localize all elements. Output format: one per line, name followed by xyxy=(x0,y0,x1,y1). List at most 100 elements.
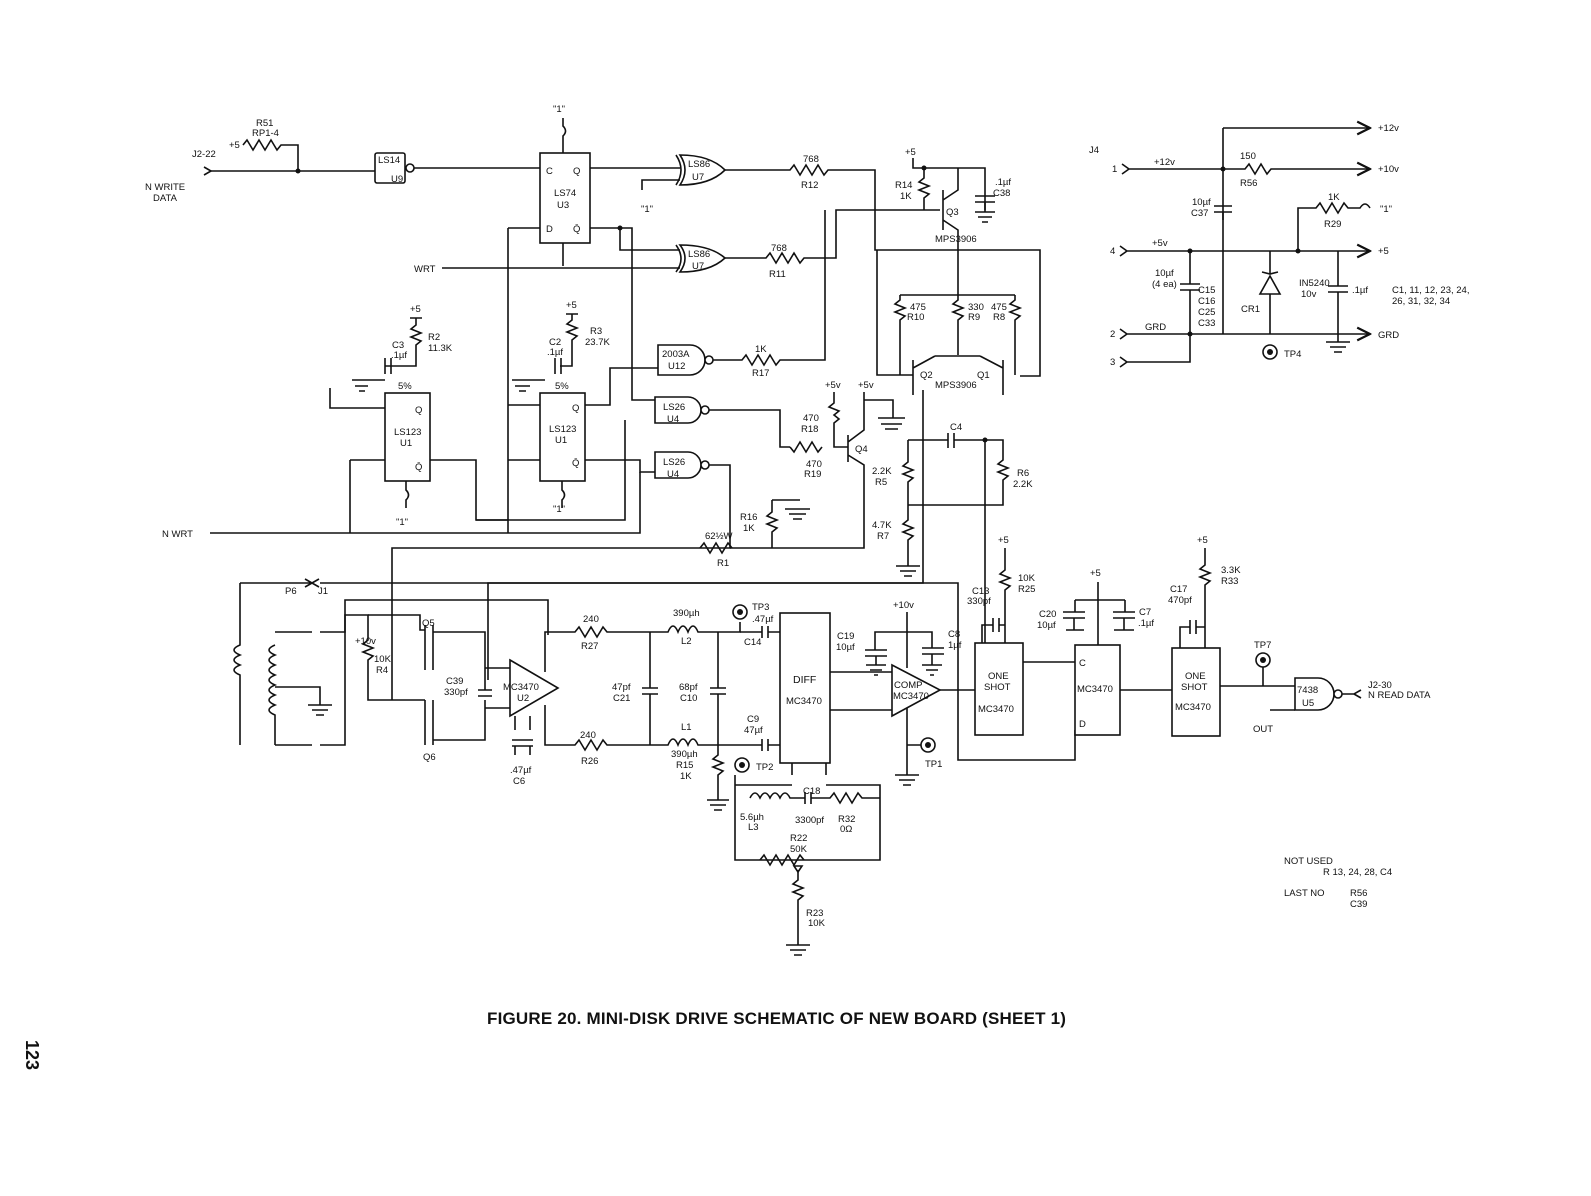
svg-text:U4: U4 xyxy=(667,414,679,425)
j2-22-label: J2-22 xyxy=(192,149,216,160)
svg-text:330pf: 330pf xyxy=(444,687,468,698)
svg-text:R2: R2 xyxy=(428,332,440,343)
svg-text:23.7K: 23.7K xyxy=(585,337,610,348)
q3-section: +5 R14 1K Q3 MPS3906 .1µf C38 xyxy=(895,147,1011,250)
svg-text:2003A: 2003A xyxy=(662,349,690,360)
svg-text:ONE: ONE xyxy=(988,671,1009,682)
svg-text:C13: C13 xyxy=(972,586,989,597)
svg-text:MC3470: MC3470 xyxy=(893,691,929,702)
svg-text:475: 475 xyxy=(991,302,1007,313)
svg-text:68pf: 68pf xyxy=(679,682,698,693)
svg-text:47µf: 47µf xyxy=(744,725,763,736)
svg-text:R1: R1 xyxy=(717,558,729,569)
svg-text:R23: R23 xyxy=(806,908,823,919)
one-shot-1 xyxy=(974,642,1024,736)
svg-text:MPS3906: MPS3906 xyxy=(935,234,977,245)
notes: NOT USED R 13, 24, 28, C4 LAST NO R56 C3… xyxy=(1284,856,1392,910)
svg-text:R4: R4 xyxy=(376,665,388,676)
svg-text:Q3: Q3 xyxy=(946,207,959,218)
svg-text:P6: P6 xyxy=(285,586,297,597)
svg-text:TP7: TP7 xyxy=(1254,640,1271,651)
svg-text:J4: J4 xyxy=(1089,145,1099,156)
svg-text:MC3470: MC3470 xyxy=(786,696,822,707)
svg-text:5.6µh: 5.6µh xyxy=(740,812,764,823)
svg-text:U4: U4 xyxy=(667,469,679,480)
svg-text:C2: C2 xyxy=(549,337,561,348)
svg-text:D: D xyxy=(546,224,553,235)
svg-text:C1, 11, 12, 23, 24,: C1, 11, 12, 23, 24, xyxy=(1392,285,1469,296)
svg-text:C16: C16 xyxy=(1198,296,1215,307)
u9-inverter xyxy=(374,152,406,184)
wire-u3-qbar xyxy=(590,227,655,401)
svg-text:C8: C8 xyxy=(948,629,960,640)
svg-text:MC3470: MC3470 xyxy=(978,704,1014,715)
svg-text:.47µf: .47µf xyxy=(510,765,532,776)
svg-text:240: 240 xyxy=(583,614,599,625)
svg-text:C18: C18 xyxy=(803,786,820,797)
svg-text:7438: 7438 xyxy=(1297,685,1318,696)
svg-text:C20: C20 xyxy=(1039,609,1056,620)
u9-name: U9 xyxy=(391,174,403,185)
svg-text:10K: 10K xyxy=(1018,573,1036,584)
figure-caption: FIGURE 20. MINI-DISK DRIVE SCHEMATIC OF … xyxy=(487,1009,1067,1028)
svg-text:R9: R9 xyxy=(968,312,980,323)
svg-text:R33: R33 xyxy=(1221,576,1238,587)
svg-text:MC3470: MC3470 xyxy=(1175,702,1211,713)
svg-text:+10v: +10v xyxy=(893,600,914,611)
svg-text:4: 4 xyxy=(1110,246,1115,257)
svg-text:L2: L2 xyxy=(681,636,692,647)
svg-text:475: 475 xyxy=(910,302,926,313)
svg-text:+5v: +5v xyxy=(825,380,841,391)
svg-text:R5: R5 xyxy=(875,477,887,488)
svg-text:1K: 1K xyxy=(680,771,692,782)
svg-text:10v: 10v xyxy=(1301,289,1317,300)
n-wrt-label: N WRT xyxy=(162,529,193,540)
svg-text:TP1: TP1 xyxy=(925,759,942,770)
head-section: C P6 J1 +10v 10K R4 Q5 Q6 C C39 330pf xyxy=(233,578,1076,763)
svg-text:Q: Q xyxy=(573,166,580,177)
svg-text:C14: C14 xyxy=(744,637,761,648)
svg-text:C10: C10 xyxy=(680,693,697,704)
svg-text:330pf: 330pf xyxy=(967,596,991,607)
svg-text:J1: J1 xyxy=(318,586,328,597)
power-supply: J4 1 1 +12v +12v +10v 150 R56 10µf C37 4… xyxy=(1089,123,1469,368)
plus5-r51: +5 xyxy=(229,140,240,151)
svg-text:MC3470: MC3470 xyxy=(1077,684,1113,695)
svg-text:47pf: 47pf xyxy=(612,682,631,693)
svg-text:SHOT: SHOT xyxy=(1181,682,1208,693)
svg-text:TP2: TP2 xyxy=(756,762,773,773)
u9-type: LS14 xyxy=(378,155,400,166)
q3-transistor xyxy=(942,168,959,250)
svg-text:10K: 10K xyxy=(374,654,392,665)
svg-text:R25: R25 xyxy=(1018,584,1035,595)
svg-text:IN5240: IN5240 xyxy=(1299,278,1330,289)
svg-text:OUT: OUT xyxy=(1253,724,1273,735)
svg-text:.1µf: .1µf xyxy=(1138,618,1154,629)
r12-net xyxy=(725,163,1041,377)
svg-text:1K: 1K xyxy=(743,523,755,534)
rp14-label: RP1-4 xyxy=(252,128,279,139)
svg-text:C19: C19 xyxy=(837,631,854,642)
svg-text:R11: R11 xyxy=(769,269,786,280)
svg-text:Q2: Q2 xyxy=(920,370,933,381)
svg-text:Q̄: Q̄ xyxy=(572,458,579,469)
svg-text:1: 1 xyxy=(1112,164,1117,175)
svg-text:C7: C7 xyxy=(1139,607,1151,618)
svg-text:+10v: +10v xyxy=(355,636,376,647)
one-u3: "1" xyxy=(553,104,565,115)
svg-text:5%: 5% xyxy=(555,381,569,392)
svg-text:2.2K: 2.2K xyxy=(872,466,892,477)
svg-text:R26: R26 xyxy=(581,756,598,767)
svg-text:"1": "1" xyxy=(553,504,565,515)
svg-text:C6: C6 xyxy=(513,776,525,787)
svg-text:C4: C4 xyxy=(950,422,962,433)
svg-text:R12: R12 xyxy=(801,180,818,191)
svg-text:10µf: 10µf xyxy=(1192,197,1211,208)
svg-text:+12v: +12v xyxy=(1378,123,1399,134)
diff-amp xyxy=(779,612,831,764)
svg-text:LS26: LS26 xyxy=(663,457,685,468)
r51-resistor xyxy=(242,138,299,171)
u7-xor-bottom xyxy=(678,244,727,273)
one-u7: "1" xyxy=(641,204,653,215)
